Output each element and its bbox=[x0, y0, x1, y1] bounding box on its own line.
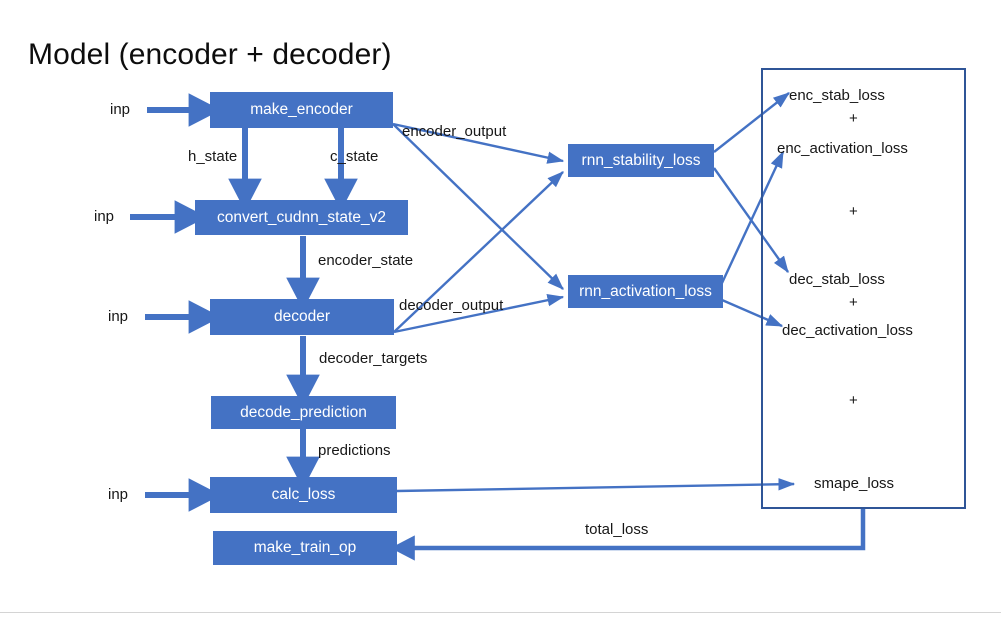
bottom-divider bbox=[0, 612, 1001, 613]
plus-text: + bbox=[849, 203, 858, 220]
loss-term-enc-activation-loss: enc_activation_loss bbox=[777, 140, 908, 157]
edge-label-c-state: c_state bbox=[330, 148, 378, 165]
input-label-calc-loss: inp bbox=[108, 486, 128, 503]
edge-label-text: encoder_output bbox=[402, 123, 507, 140]
loss-term-dec-activation-loss: dec_activation_loss bbox=[782, 322, 913, 339]
input-label-make-encoder: inp bbox=[110, 101, 130, 118]
edge-label-text: decoder_targets bbox=[319, 350, 428, 367]
input-label-text: inp bbox=[108, 486, 129, 503]
edge-label-h-state: h_state bbox=[188, 148, 237, 165]
edge-label-decoder-output: decoder_output bbox=[399, 297, 503, 314]
node-label: convert_cudnn_state_v2 bbox=[217, 208, 386, 226]
node-label: make_train_op bbox=[253, 539, 357, 557]
loss-term-dec-stab-loss: dec_stab_loss bbox=[789, 271, 885, 288]
node-convert-cudnn-state-v2[interactable]: convert_cudnn_state_v2 bbox=[195, 200, 408, 235]
input-label-decoder: inp bbox=[108, 308, 128, 325]
loss-term-text: dec_stab_loss bbox=[789, 271, 885, 288]
edge-label-text: encoder_state bbox=[318, 252, 414, 269]
edge-label-text: predictions bbox=[318, 442, 391, 459]
node-rnn-activation-loss[interactable]: rnn_activation_loss bbox=[568, 275, 723, 308]
input-label-convert: inp bbox=[94, 208, 114, 225]
edge-label-text: total_loss bbox=[585, 521, 649, 538]
arrow-calc-loss-to-smape bbox=[396, 478, 796, 493]
node-label: rnn_activation_loss bbox=[579, 282, 712, 300]
plus-text: + bbox=[849, 110, 858, 127]
node-decoder[interactable]: decoder bbox=[210, 299, 394, 335]
plus-text: + bbox=[849, 294, 858, 311]
input-label-text: inp bbox=[108, 308, 129, 325]
edge-label-text: decoder_output bbox=[399, 297, 504, 314]
total-loss-container bbox=[761, 68, 966, 509]
footer-band bbox=[0, 613, 1001, 627]
edge-label-text: h_state bbox=[188, 148, 238, 165]
input-label-text: inp bbox=[110, 101, 131, 118]
loss-plus-1: + bbox=[849, 110, 858, 127]
edge-label-total-loss: total_loss bbox=[585, 521, 648, 538]
node-rnn-stability-loss[interactable]: rnn_stability_loss bbox=[568, 144, 714, 177]
page-title: Model (encoder + decoder) bbox=[28, 38, 392, 71]
edge-label-predictions: predictions bbox=[318, 442, 391, 459]
loss-plus-2: + bbox=[849, 203, 858, 220]
loss-term-enc-stab-loss: enc_stab_loss bbox=[789, 87, 885, 104]
node-calc-loss[interactable]: calc_loss bbox=[210, 477, 397, 513]
node-decode-prediction[interactable]: decode_prediction bbox=[211, 396, 396, 429]
node-label: rnn_stability_loss bbox=[581, 151, 701, 169]
loss-term-text: smape_loss bbox=[814, 475, 895, 492]
loss-term-text: dec_activation_loss bbox=[782, 322, 913, 339]
arrow-encoder-output-to-activation bbox=[392, 123, 564, 290]
node-label: calc_loss bbox=[271, 486, 336, 504]
node-make-encoder[interactable]: make_encoder bbox=[210, 92, 393, 128]
input-label-text: inp bbox=[94, 208, 115, 225]
edge-label-decoder-targets: decoder_targets bbox=[319, 350, 427, 367]
loss-term-smape-loss: smape_loss bbox=[814, 475, 894, 492]
plus-text: + bbox=[849, 392, 858, 409]
loss-term-text: enc_activation_loss bbox=[777, 140, 908, 157]
edge-label-encoder-output: encoder_output bbox=[402, 123, 506, 140]
loss-term-text: enc_stab_loss bbox=[789, 87, 885, 104]
loss-plus-3: + bbox=[849, 294, 858, 311]
node-label: decode_prediction bbox=[240, 403, 367, 421]
node-label: decoder bbox=[273, 308, 330, 326]
node-label: make_encoder bbox=[250, 101, 353, 119]
edge-label-text: c_state bbox=[330, 148, 379, 165]
edge-label-encoder-state: encoder_state bbox=[318, 252, 413, 269]
loss-plus-4: + bbox=[849, 392, 858, 409]
node-make-train-op[interactable]: make_train_op bbox=[213, 531, 397, 565]
